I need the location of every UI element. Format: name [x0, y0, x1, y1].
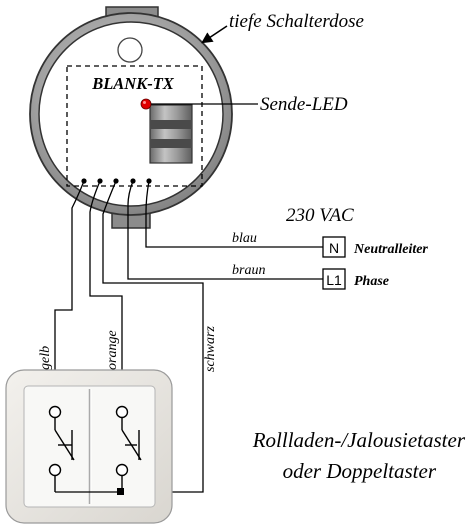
- voltage-label: 230 VAC: [286, 205, 354, 226]
- switch-contact-left: [48, 405, 75, 492]
- device-name: BLANK-TX: [91, 74, 175, 93]
- mounting-box: [29, 6, 233, 229]
- terminal-l1: L1: [322, 268, 346, 290]
- terminal-n: N: [322, 236, 346, 258]
- wire-gelb: [54, 180, 85, 400]
- terminal-l1-label: Phase: [354, 274, 389, 289]
- led-highlight: [143, 101, 146, 104]
- box-label: tiefe Schalterdose: [229, 11, 364, 32]
- terminal-dots: [81, 178, 152, 184]
- wire-schwarz: [102, 180, 204, 493]
- switch-common-bus: [55, 488, 124, 495]
- wire-label-braun: braun: [232, 263, 265, 278]
- terminal-l1-code: L1: [326, 272, 342, 288]
- antenna-hole: [117, 37, 143, 63]
- module-outline: [66, 65, 203, 187]
- switch-label-line1: Rollladen-/Jalousietaster: [252, 428, 466, 452]
- wire-label-gelb: gelb: [38, 346, 53, 370]
- led-label: Sende-LED: [260, 94, 348, 115]
- wire-orange: [89, 180, 123, 400]
- terminal-n-code: N: [329, 240, 339, 256]
- double-switch: [5, 369, 173, 524]
- wire-label-schwarz: schwarz: [203, 326, 218, 372]
- switch-label-line2: oder Doppeltaster: [283, 459, 437, 483]
- box-arrow: [201, 25, 228, 44]
- switch-contact-right: [115, 405, 142, 492]
- wire-label-blau: blau: [232, 231, 257, 246]
- wire-blau: [145, 180, 323, 248]
- wire-label-orange: orange: [105, 330, 120, 370]
- send-led: [140, 98, 152, 110]
- terminal-n-label: Neutralleiter: [353, 242, 428, 257]
- wires: [54, 180, 323, 493]
- module-block: [149, 104, 193, 164]
- wire-braun: [127, 180, 323, 280]
